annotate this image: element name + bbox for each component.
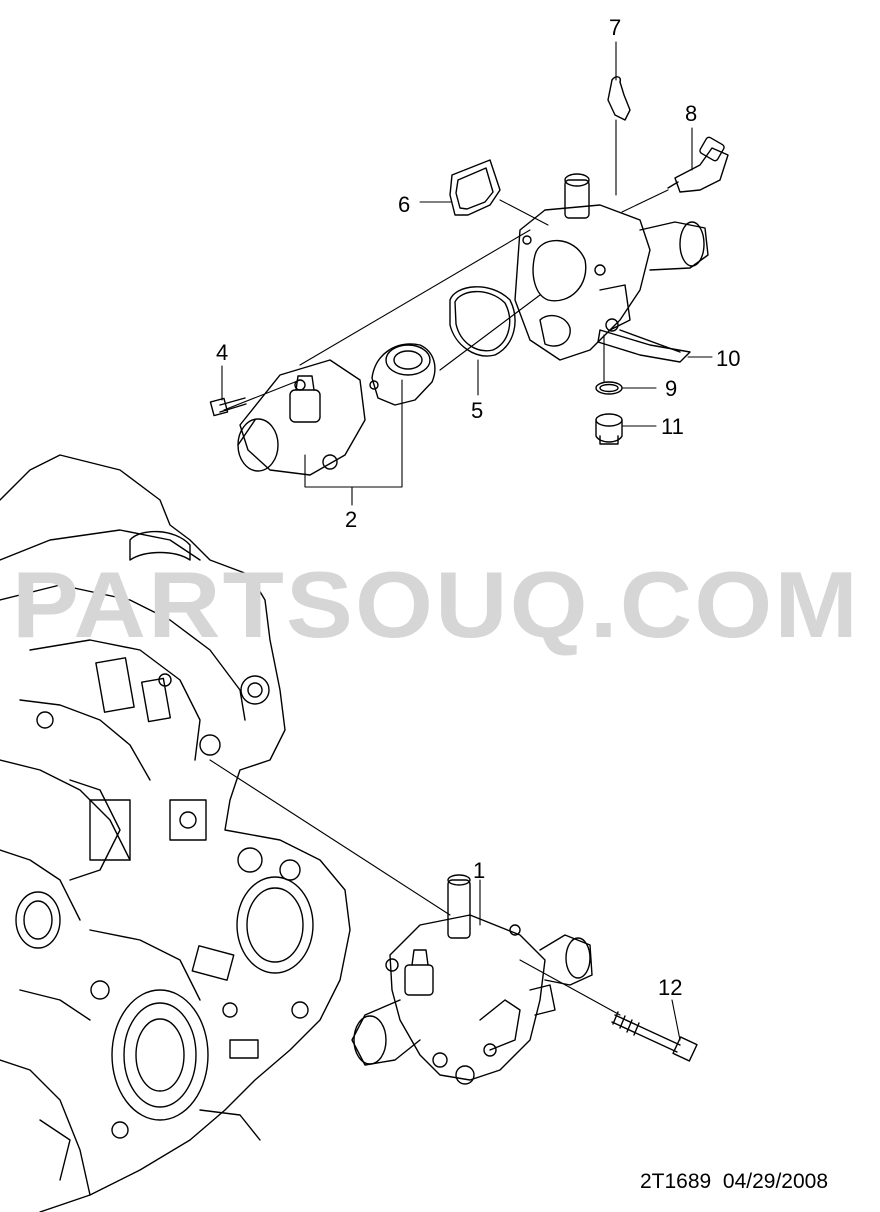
- callout-9: 9: [665, 376, 677, 401]
- diagram-code: 2T1689: [640, 1170, 712, 1193]
- callout-12: 12: [658, 975, 682, 1000]
- callout-7: 7: [609, 15, 621, 40]
- thermostat-housing-exploded-drawing: [514, 173, 709, 361]
- gasket-10-drawing: [597, 329, 691, 363]
- engine-block-drawing: [0, 454, 351, 1212]
- callout-2: 2: [345, 507, 357, 532]
- gasket-6-drawing: [449, 159, 501, 216]
- callout-11: 11: [661, 414, 684, 439]
- plug-11-drawing: [595, 413, 623, 445]
- thermostat-housing-assembled-drawing: [351, 874, 593, 1085]
- callout-labels: 1 2 4 5 6 7 8 9 10 11 12: [216, 15, 740, 1000]
- o-ring-5-drawing: [449, 286, 516, 357]
- callout-8: 8: [685, 101, 697, 126]
- callout-6: 6: [398, 192, 410, 217]
- leader-lines: [209, 41, 713, 1041]
- callout-5: 5: [471, 398, 483, 423]
- clip-7-drawing: [607, 76, 631, 121]
- bolt-12-drawing: [611, 1011, 698, 1062]
- thermostat-2-drawing: [237, 343, 436, 476]
- callout-1: 1: [473, 858, 485, 883]
- diagram-date: 04/29/2008: [722, 1170, 829, 1193]
- sensor-8-drawing: [667, 136, 729, 193]
- callout-10: 10: [716, 346, 740, 371]
- o-ring-9-drawing: [595, 381, 623, 395]
- watermark: PARTSOUQ.COM: [12, 552, 860, 657]
- bolt-4-drawing: [209, 397, 247, 417]
- callout-4: 4: [216, 340, 228, 365]
- diagram-footer: 2T1689 04/29/2008: [640, 1170, 828, 1194]
